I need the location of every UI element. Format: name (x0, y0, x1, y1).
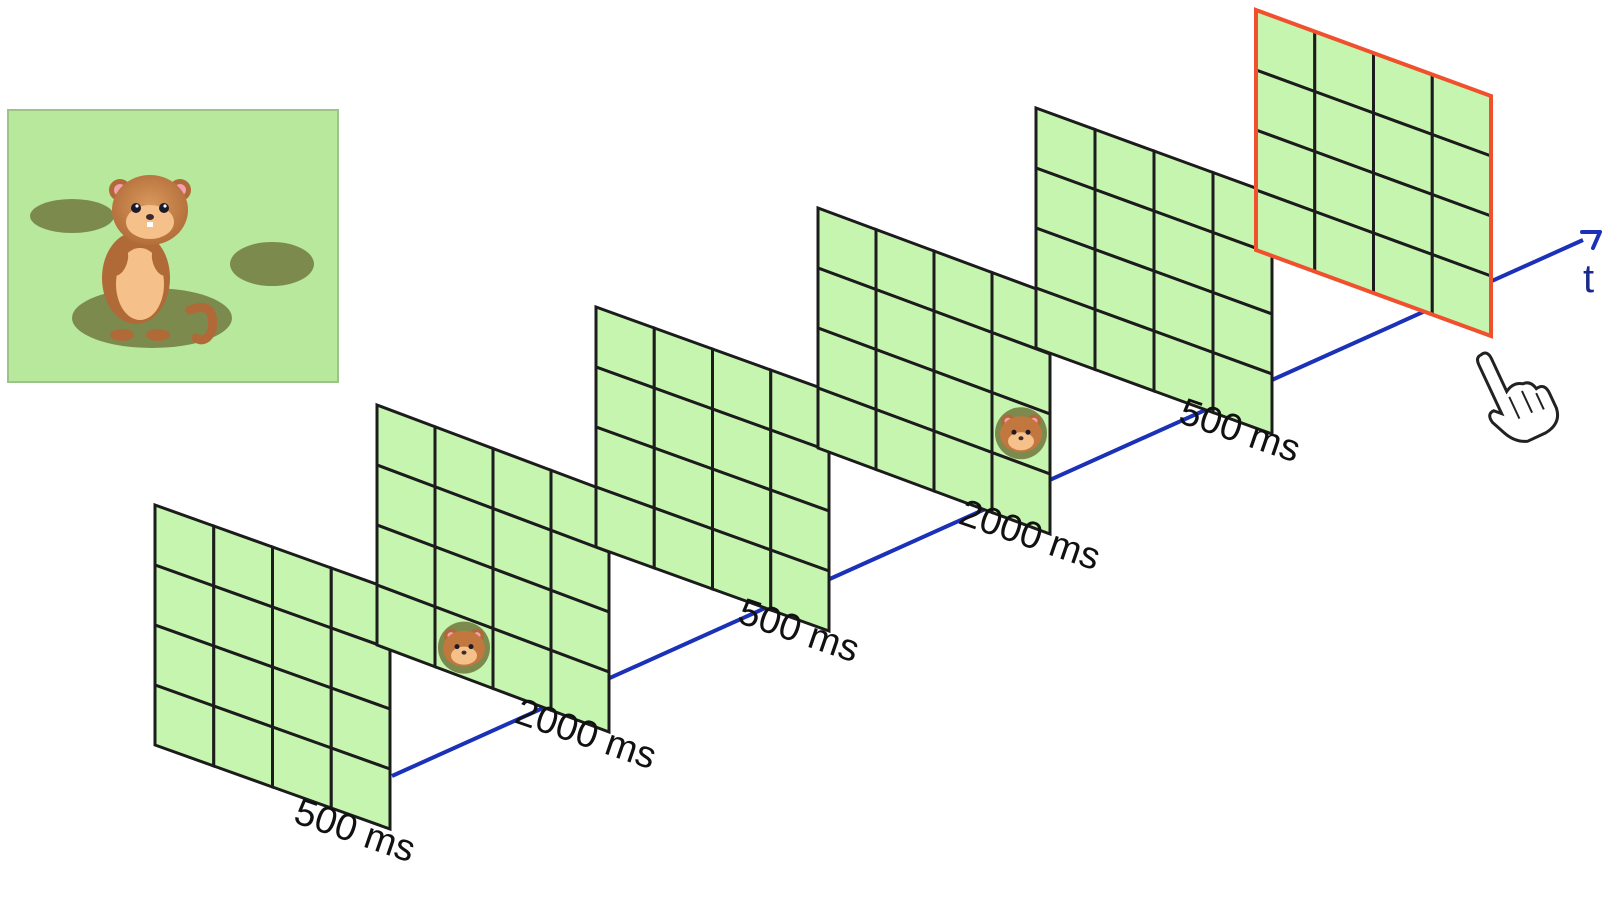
example-picture (7, 109, 339, 383)
pointing-hand-icon (1476, 351, 1560, 443)
screen-6 (1254, 7, 1493, 339)
hole-right (230, 242, 314, 286)
time-axis-arrowhead (1580, 230, 1602, 250)
grid-cell (549, 648, 611, 735)
screen-4 (816, 205, 1052, 537)
screen-5 (1034, 105, 1274, 437)
grid-cell (1211, 350, 1274, 437)
groundhog-target-icon (438, 621, 490, 674)
time-axis-label: t (1583, 257, 1594, 301)
screen-1 (153, 502, 392, 832)
grid-cell (329, 745, 392, 832)
grid-cell (769, 547, 831, 634)
screen-2 (375, 402, 611, 735)
groundhog-target-icon (995, 407, 1047, 460)
hole-left (30, 199, 114, 233)
response-screen-border (1254, 7, 1493, 339)
grid-cell (990, 450, 1052, 537)
screen-3 (594, 304, 831, 634)
groundhog-icon (102, 175, 218, 345)
